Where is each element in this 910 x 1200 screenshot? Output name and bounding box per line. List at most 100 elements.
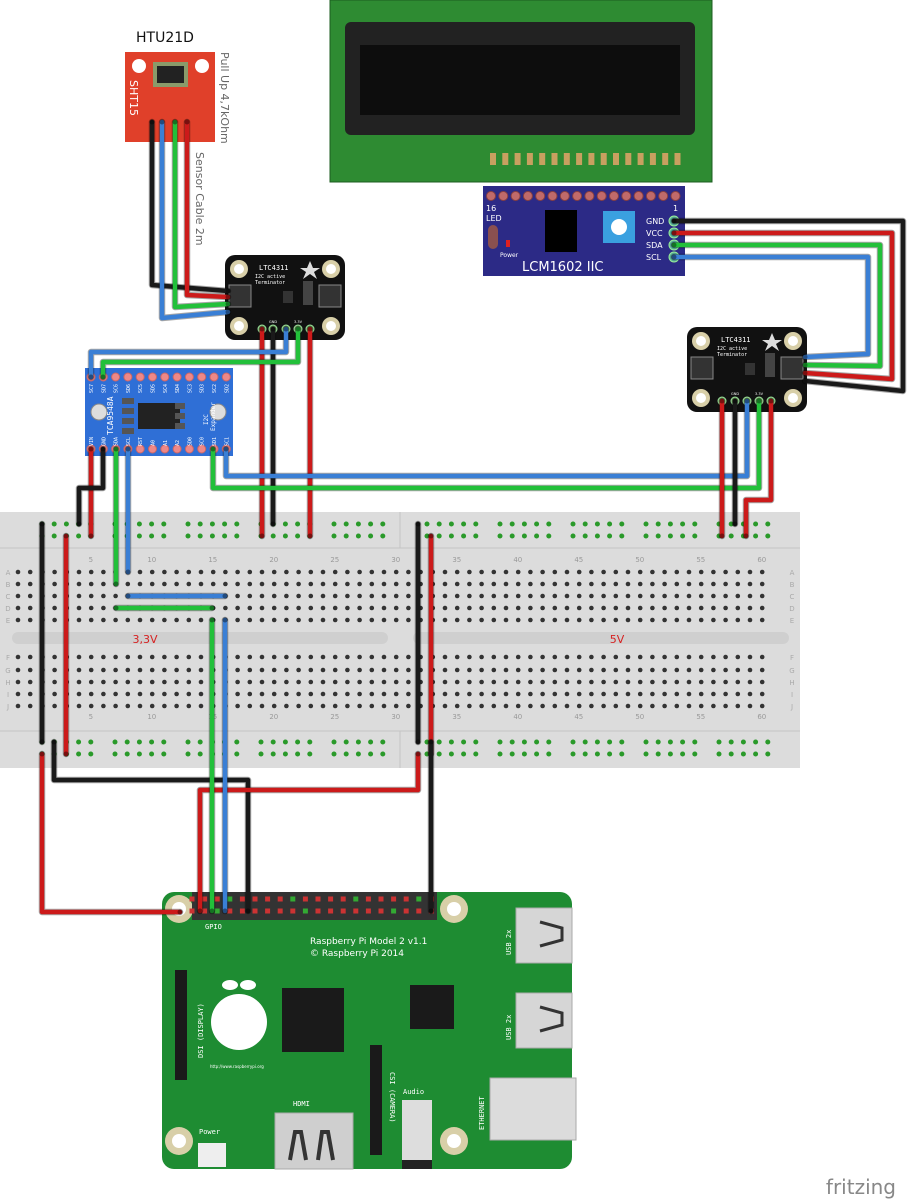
breadboard-hole[interactable] xyxy=(149,703,155,709)
breadboard-hole[interactable] xyxy=(515,667,521,673)
breadboard-hole[interactable] xyxy=(454,581,460,587)
breadboard-hole[interactable] xyxy=(149,679,155,685)
rail-hole[interactable] xyxy=(282,739,288,745)
gpio-pin[interactable] xyxy=(365,908,371,914)
breadboard-hole[interactable] xyxy=(393,617,399,623)
breadboard-hole[interactable] xyxy=(686,569,692,575)
breadboard-hole[interactable] xyxy=(174,691,179,697)
rail-hole[interactable] xyxy=(343,751,349,757)
rail-hole[interactable] xyxy=(258,751,264,757)
breadboard-hole[interactable] xyxy=(137,703,143,709)
breadboard-hole[interactable] xyxy=(235,667,240,673)
rail-hole[interactable] xyxy=(509,739,515,745)
breadboard-hole[interactable] xyxy=(686,679,692,685)
breadboard-hole[interactable] xyxy=(576,605,582,611)
breadboard-hole[interactable] xyxy=(564,667,570,673)
rail-hole[interactable] xyxy=(765,739,771,745)
wire-end[interactable] xyxy=(756,398,762,404)
breadboard-hole[interactable] xyxy=(479,593,484,599)
breadboard-hole[interactable] xyxy=(515,691,521,697)
tca-sc1-wire[interactable] xyxy=(222,397,751,480)
rail-hole[interactable] xyxy=(534,533,540,539)
backpack-pin[interactable] xyxy=(596,191,607,201)
wire-end[interactable] xyxy=(125,569,131,575)
breadboard-hole[interactable] xyxy=(711,667,716,673)
breadboard-hole[interactable] xyxy=(552,679,558,685)
breadboard-hole[interactable] xyxy=(162,569,167,575)
wire-end[interactable] xyxy=(225,288,231,294)
breadboard-hole[interactable] xyxy=(491,593,497,599)
breadboard-hole[interactable] xyxy=(637,569,643,575)
breadboard-hole[interactable] xyxy=(564,654,570,660)
breadboard-hole[interactable] xyxy=(125,679,131,685)
wire-end[interactable] xyxy=(719,398,725,404)
wire-end[interactable] xyxy=(197,908,203,914)
rail-hole[interactable] xyxy=(594,533,600,539)
gpio-pin[interactable] xyxy=(214,908,220,914)
breadboard-hole[interactable] xyxy=(723,617,728,623)
breadboard-hole[interactable] xyxy=(662,679,667,685)
breadboard-hole[interactable] xyxy=(650,691,655,697)
wire-end[interactable] xyxy=(671,242,677,248)
pin-sc4[interactable] xyxy=(160,372,170,382)
breadboard-hole[interactable] xyxy=(369,691,375,697)
breadboard-hole[interactable] xyxy=(76,667,82,673)
breadboard-hole[interactable] xyxy=(564,581,570,587)
ltc-right-vin-wire[interactable] xyxy=(718,397,726,540)
breadboard-hole[interactable] xyxy=(15,703,21,709)
breadboard-hole[interactable] xyxy=(308,679,314,685)
breadboard-hole[interactable] xyxy=(723,654,728,660)
rail-hole[interactable] xyxy=(112,751,118,757)
breadboard-hole[interactable] xyxy=(711,617,716,623)
breadboard-hole[interactable] xyxy=(235,581,240,587)
breadboard-hole[interactable] xyxy=(88,679,94,685)
rail-hole[interactable] xyxy=(436,751,442,757)
backpack-pin[interactable] xyxy=(486,191,496,201)
backpack-pin[interactable] xyxy=(609,191,619,201)
rail-hole[interactable] xyxy=(197,739,203,745)
pin-sd3[interactable] xyxy=(197,372,207,382)
rail-hole[interactable] xyxy=(716,739,722,745)
rail-hole[interactable] xyxy=(594,751,600,757)
lcd-scl-wire[interactable] xyxy=(670,253,872,361)
rail-hole[interactable] xyxy=(76,751,82,757)
breadboard-hole[interactable] xyxy=(735,569,741,575)
rail-hole[interactable] xyxy=(197,521,203,527)
breadboard-hole[interactable] xyxy=(625,593,631,599)
breadboard-hole[interactable] xyxy=(308,569,314,575)
breadboard-hole[interactable] xyxy=(15,605,21,611)
wire-end[interactable] xyxy=(76,521,82,527)
gpio-pin[interactable] xyxy=(416,908,422,914)
wire-end[interactable] xyxy=(51,739,57,745)
breadboard-hole[interactable] xyxy=(271,654,277,660)
gpio-pin[interactable] xyxy=(227,896,233,902)
breadboard-hole[interactable] xyxy=(101,617,106,623)
backpack-pin[interactable] xyxy=(559,191,570,201)
breadboard-hole[interactable] xyxy=(381,654,387,660)
wire-end[interactable] xyxy=(63,751,69,757)
backpack-pin[interactable] xyxy=(621,191,632,201)
breadboard-hole[interactable] xyxy=(332,679,338,685)
breadboard-hole[interactable] xyxy=(442,581,448,587)
rail-hole[interactable] xyxy=(76,533,82,539)
breadboard-hole[interactable] xyxy=(198,679,204,685)
breadboard-hole[interactable] xyxy=(357,593,362,599)
breadboard-hole[interactable] xyxy=(320,569,326,575)
breadboard-hole[interactable] xyxy=(271,667,277,673)
stemma-connector-left[interactable] xyxy=(228,284,252,308)
rpi-gnd-wire-1-line[interactable] xyxy=(51,739,251,914)
rail-hole[interactable] xyxy=(295,533,301,539)
breadboard-hole[interactable] xyxy=(650,569,655,575)
breadboard-hole[interactable] xyxy=(162,654,167,660)
breadboard-hole[interactable] xyxy=(247,703,253,709)
breadboard-hole[interactable] xyxy=(345,703,350,709)
rail-hole[interactable] xyxy=(136,751,142,757)
gpio-pin[interactable] xyxy=(391,908,397,914)
breadboard-hole[interactable] xyxy=(137,581,143,587)
breadboard-hole[interactable] xyxy=(759,691,765,697)
breadboard-hole[interactable] xyxy=(223,569,228,575)
tca-sda-wire[interactable] xyxy=(112,445,120,588)
rail-hole[interactable] xyxy=(197,751,203,757)
wire-end[interactable] xyxy=(671,254,677,260)
breadboard-hole[interactable] xyxy=(271,691,277,697)
